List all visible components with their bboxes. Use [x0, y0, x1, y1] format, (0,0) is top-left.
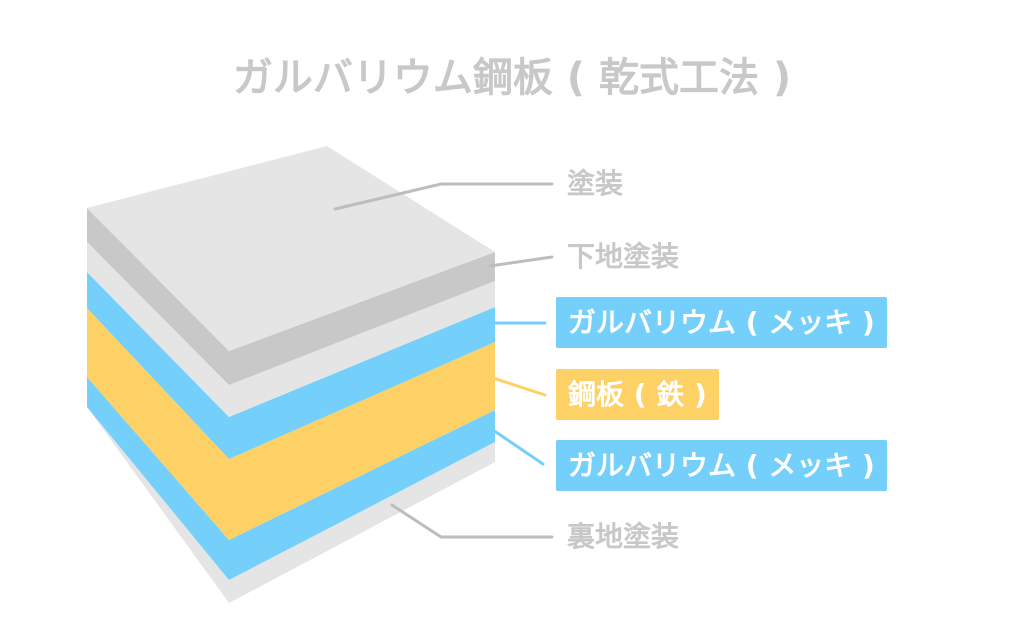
leader-line-galvalume-bottom: [488, 426, 545, 466]
layer-cube: [87, 146, 554, 603]
lower-galvalume-layer: [87, 377, 495, 580]
bottom-coating-layer: [87, 407, 495, 603]
label-back-coating: 裏地塗装: [567, 520, 680, 553]
leader-line-primer: [488, 255, 554, 268]
coating-top-face: [87, 146, 495, 351]
steel-layer: [87, 308, 495, 540]
primer-layer: [87, 242, 495, 417]
coating-slab-side: [87, 208, 495, 385]
leader-line-back-coating: [390, 503, 554, 539]
leader-line-coating: [333, 182, 554, 211]
label-coating: 塗装: [567, 167, 624, 200]
upper-galvalume-layer: [87, 272, 495, 459]
diagram-title: ガルバリウム鋼板 ( 乾式工法 ): [232, 55, 792, 101]
label-steel: 鋼板 ( 鉄 ): [556, 369, 719, 420]
label-galvalume-bottom: ガルバリウム ( メッキ ): [556, 440, 887, 491]
label-primer: 下地塗装: [567, 240, 680, 273]
leader-line-steel: [488, 375, 547, 397]
label-galvalume-top: ガルバリウム ( メッキ ): [556, 297, 887, 348]
